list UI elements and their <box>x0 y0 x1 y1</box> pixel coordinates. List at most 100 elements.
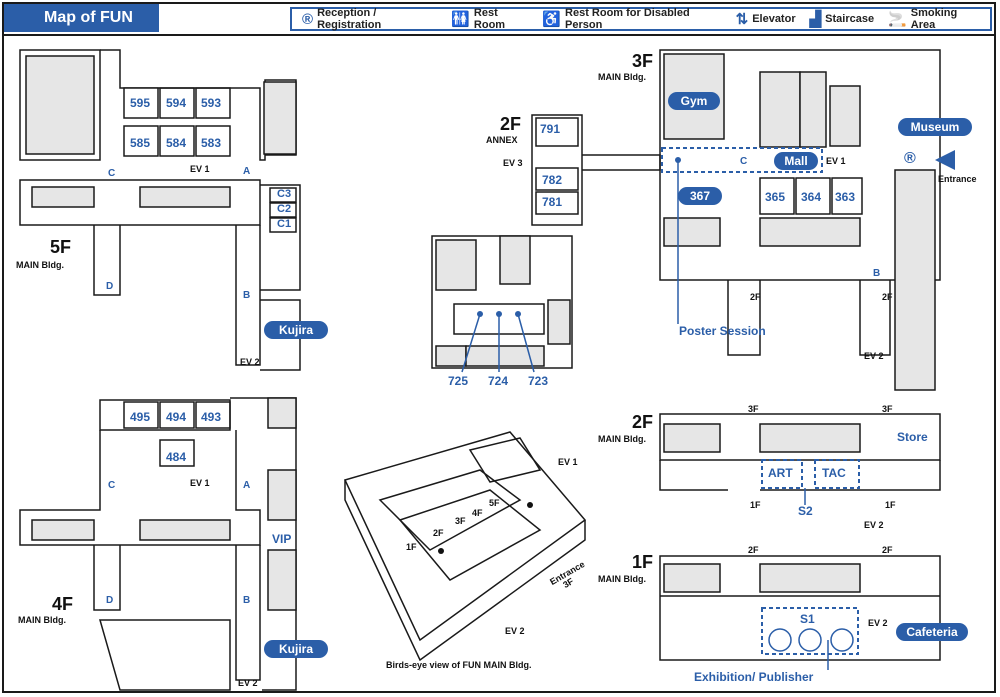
page-title: Map of FUN <box>4 4 159 32</box>
kujira-4f-label[interactable]: Kujira <box>264 640 328 658</box>
museum-label[interactable]: Museum <box>898 118 972 136</box>
legend-item-registration: ®Reception / Registration <box>302 7 382 31</box>
birdseye-3f: 3F <box>455 516 466 526</box>
room-365[interactable]: 365 <box>765 190 786 204</box>
tac-region <box>814 459 860 489</box>
birdseye-caption: Birds-eye view of FUN MAIN Bldg. <box>386 660 532 670</box>
room-595[interactable]: 595 <box>130 96 151 110</box>
floor5-label: 5F <box>50 237 72 257</box>
room-493[interactable]: 493 <box>201 410 222 424</box>
s1-label[interactable]: S1 <box>800 612 815 626</box>
room-c2[interactable]: C2 <box>277 203 292 215</box>
room-363[interactable]: 363 <box>835 190 856 204</box>
art-region <box>761 459 803 489</box>
room-791[interactable]: 791 <box>540 122 561 136</box>
floor3-building: MAIN Bldg. <box>598 72 646 82</box>
floor4-ev1: EV 1 <box>190 478 210 488</box>
floor1-plan <box>659 555 941 661</box>
vip-room[interactable]: VIP <box>272 532 292 546</box>
tac-room[interactable]: TAC <box>822 466 846 480</box>
floor1-building: MAIN Bldg. <box>598 574 646 584</box>
floor3-ev2: EV 2 <box>864 351 884 361</box>
floor2-building: MAIN Bldg. <box>598 434 646 444</box>
floor5-stair-b: B <box>243 290 251 301</box>
room-495[interactable]: 495 <box>130 410 151 424</box>
legend-item-accessible: ♿Rest Room for Disabled Person <box>542 7 690 31</box>
room-593[interactable]: 593 <box>201 96 222 110</box>
legend-item-smoking: 🚬Smoking Area <box>888 7 958 31</box>
annex-floor-label: 2F <box>500 114 522 134</box>
floor2-plan <box>659 413 941 491</box>
room-364[interactable]: 364 <box>801 190 822 204</box>
elevator-icon: ⇅ <box>735 11 749 28</box>
floor4-label: 4F <box>52 594 74 614</box>
birdseye-ev1: EV 1 <box>558 457 578 467</box>
mall-label[interactable]: Mall <box>774 152 818 170</box>
room-781[interactable]: 781 <box>542 195 563 209</box>
floor5-stair-d: D <box>106 281 114 292</box>
room-725[interactable]: 725 <box>448 374 469 388</box>
floor1-up-right: 2F <box>882 545 893 555</box>
floor1-label: 1F <box>632 552 654 572</box>
birdseye-1f: 1F <box>406 542 417 552</box>
floor3-ev1: EV 1 <box>826 156 846 166</box>
room-584[interactable]: 584 <box>166 136 187 150</box>
floor4-stair-a: A <box>243 480 251 491</box>
annex-plan <box>431 114 661 369</box>
floor4-ev2: EV 2 <box>238 678 258 688</box>
floor4-stair-b: B <box>243 595 251 606</box>
floor2-label: 2F <box>632 412 654 432</box>
room-484[interactable]: 484 <box>166 450 187 464</box>
floor3-down-left: 2F <box>750 292 761 302</box>
birdseye-4f: 4F <box>472 508 483 518</box>
room-583[interactable]: 583 <box>201 136 222 150</box>
floor4-stair-c: C <box>108 480 116 491</box>
s2-label[interactable]: S2 <box>798 504 813 518</box>
floor3-stair-c: C <box>740 156 748 167</box>
exhibition-label[interactable]: Exhibition/ Publisher <box>694 670 814 684</box>
cafeteria-label[interactable]: Cafeteria <box>896 623 968 641</box>
floor5-building: MAIN Bldg. <box>16 260 64 270</box>
floor3-down-right: 2F <box>882 292 893 302</box>
floor2-down-right: 1F <box>885 500 896 510</box>
gym-label[interactable]: Gym <box>668 92 720 110</box>
floor3-stair-b: B <box>873 268 881 279</box>
kujira-5f-label[interactable]: Kujira <box>264 321 328 339</box>
floor2-up-left: 3F <box>748 404 759 414</box>
legend-item-staircase: ▟Staircase <box>809 11 875 28</box>
room-585[interactable]: 585 <box>130 136 151 150</box>
floor1-up-left: 2F <box>748 545 759 555</box>
annex-ev3: EV 3 <box>503 158 523 168</box>
birdseye-ev2: EV 2 <box>505 626 525 636</box>
room-494[interactable]: 494 <box>166 410 187 424</box>
floor5-stair-a: A <box>243 166 251 177</box>
floor4-building: MAIN Bldg. <box>18 615 66 625</box>
birdseye-5f: 5F <box>489 498 500 508</box>
legend-item-elevator: ⇅Elevator <box>735 11 796 28</box>
room-723[interactable]: 723 <box>528 374 549 388</box>
floor2-up-right: 3F <box>882 404 893 414</box>
room-724[interactable]: 724 <box>488 374 509 388</box>
floor1-ev2: EV 2 <box>868 618 888 628</box>
restroom-icon: 🚻 <box>451 11 470 28</box>
room-c3[interactable]: C3 <box>277 188 292 200</box>
entrance-arrow <box>935 150 955 170</box>
floor5-ev2: EV 2 <box>240 357 260 367</box>
legend-item-restroom: 🚻Rest Room <box>451 7 506 31</box>
floor3-label: 3F <box>632 51 654 71</box>
accessible-icon: ♿ <box>542 11 562 28</box>
s1-region <box>761 607 859 655</box>
registration-icon: ® <box>302 10 314 28</box>
store-label[interactable]: Store <box>897 430 928 444</box>
registration-icon: ® <box>904 150 916 167</box>
room-594[interactable]: 594 <box>166 96 187 110</box>
birdseye-sketch <box>343 431 587 662</box>
room-c1[interactable]: C1 <box>277 218 292 230</box>
header-bar <box>2 2 996 36</box>
room-367[interactable]: 367 <box>678 187 722 205</box>
poster-session-label[interactable]: Poster Session <box>679 324 766 338</box>
room-782[interactable]: 782 <box>542 173 563 187</box>
art-room[interactable]: ART <box>768 466 793 480</box>
